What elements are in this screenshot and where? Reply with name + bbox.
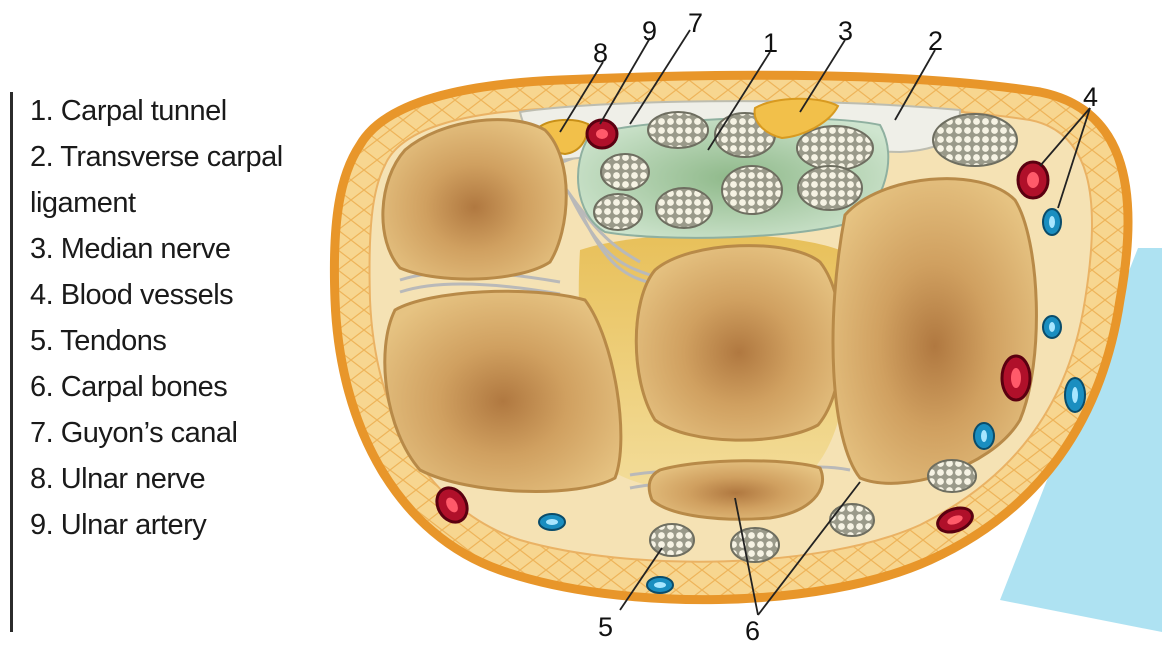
extensor-tendon-upper-right [933, 114, 1017, 166]
carpal-bone-left [385, 291, 621, 491]
callout-3: 3 [838, 16, 853, 46]
vein-right-mid-lumen [1049, 322, 1055, 332]
vein-bottom-lumen [654, 582, 666, 588]
artery-right-lumen [1011, 368, 1021, 388]
carpal-bone-bottom [649, 461, 822, 519]
callout-1: 1 [763, 28, 778, 58]
callout-5: 5 [598, 612, 613, 642]
vein-right-lower-lumen [1072, 387, 1078, 403]
carpal-bone-center [636, 246, 841, 441]
callout-8: 8 [593, 38, 608, 68]
callout-2: 2 [928, 26, 943, 56]
vein-upper-right-lumen [1049, 216, 1055, 228]
carpal-bone-right [833, 179, 1036, 484]
artery-upper-right-lumen [1027, 172, 1039, 188]
callout-7: 7 [688, 8, 703, 38]
vein-right-low-lumen [981, 430, 987, 442]
ulnar-artery-lumen [596, 129, 608, 139]
callout-6: 6 [745, 616, 760, 646]
callout-4: 4 [1083, 82, 1098, 112]
callout-9: 9 [642, 16, 657, 46]
vein-bottom-left-lumen [546, 519, 558, 525]
